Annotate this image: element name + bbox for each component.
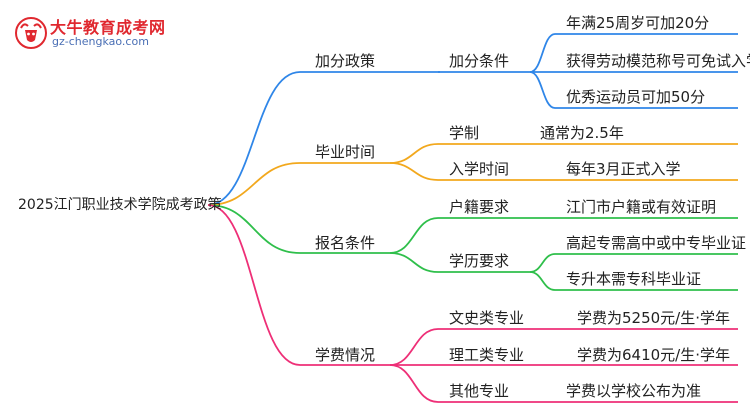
connector-leaf-4-1: [529, 271, 556, 291]
leaf-science-tuition[interactable]: 学费为6410元/生·学年: [577, 346, 730, 364]
connector-branch-tuition-child-2: [389, 364, 439, 403]
node-study-length[interactable]: 学制: [449, 124, 480, 142]
branch-bonus-policy[interactable]: 加分政策: [315, 52, 376, 70]
connector-root-to-bonus: [207, 71, 301, 206]
node-enrollment-time[interactable]: 入学时间: [449, 160, 510, 178]
node-other-majors[interactable]: 其他专业: [449, 382, 510, 400]
connector-root-to-tuition: [207, 204, 301, 366]
brand-logo[interactable]: 大牛教育成考网 gz-chengkao.com: [8, 6, 178, 54]
branch-graduation-time[interactable]: 毕业时间: [315, 143, 376, 161]
leaf-model-worker-exemption[interactable]: 获得劳动模范称号可免试入学: [566, 52, 750, 70]
connector-branch-graduation-child-1: [389, 162, 439, 181]
leaf-college-to-bachelor[interactable]: 专升本需专科毕业证: [566, 270, 702, 288]
leaf-humanities-tuition[interactable]: 学费为5250元/生·学年: [577, 309, 730, 327]
connector-root-to-enrollment: [207, 204, 301, 254]
node-science-major[interactable]: 理工类专业: [449, 346, 525, 364]
connector-leaf-4-0: [529, 253, 556, 273]
brand-name: 大牛教育成考网: [50, 18, 166, 37]
node-humanities-major[interactable]: 文史类专业: [449, 309, 525, 327]
bull-logo-icon: [15, 17, 47, 49]
node-household-requirement[interactable]: 户籍要求: [449, 198, 510, 216]
leaf-age-bonus[interactable]: 年满25周岁可加20分: [566, 14, 710, 32]
mindmap-root-node[interactable]: 2025江门职业技术学院成考政策: [18, 197, 222, 213]
leaf-athlete-bonus[interactable]: 优秀运动员可加50分: [566, 88, 706, 106]
leaf-study-length-value[interactable]: 通常为2.5年: [540, 124, 624, 142]
connector-branch-enrollment-child-1: [389, 252, 439, 273]
branch-tuition[interactable]: 学费情况: [315, 346, 376, 364]
node-education-requirement[interactable]: 学历要求: [449, 252, 510, 270]
connector-leaf-0-2: [529, 71, 556, 109]
leaf-other-tuition[interactable]: 学费以学校公布为准: [566, 382, 702, 400]
connector-leaf-0-0: [529, 33, 556, 73]
brand-url: gz-chengkao.com: [52, 35, 149, 48]
node-bonus-conditions[interactable]: 加分条件: [449, 52, 510, 70]
connector-branch-tuition-child-0: [389, 328, 439, 366]
connector-root-to-graduation: [207, 162, 301, 206]
connector-branch-graduation-child-0: [389, 143, 439, 164]
leaf-household-value[interactable]: 江门市户籍或有效证明: [566, 198, 717, 216]
branch-enrollment-conditions[interactable]: 报名条件: [315, 234, 376, 252]
leaf-high-to-college[interactable]: 高起专需高中或中专毕业证: [566, 234, 747, 252]
leaf-enrollment-time-value[interactable]: 每年3月正式入学: [566, 160, 681, 178]
connector-branch-enrollment-child-0: [389, 217, 439, 254]
